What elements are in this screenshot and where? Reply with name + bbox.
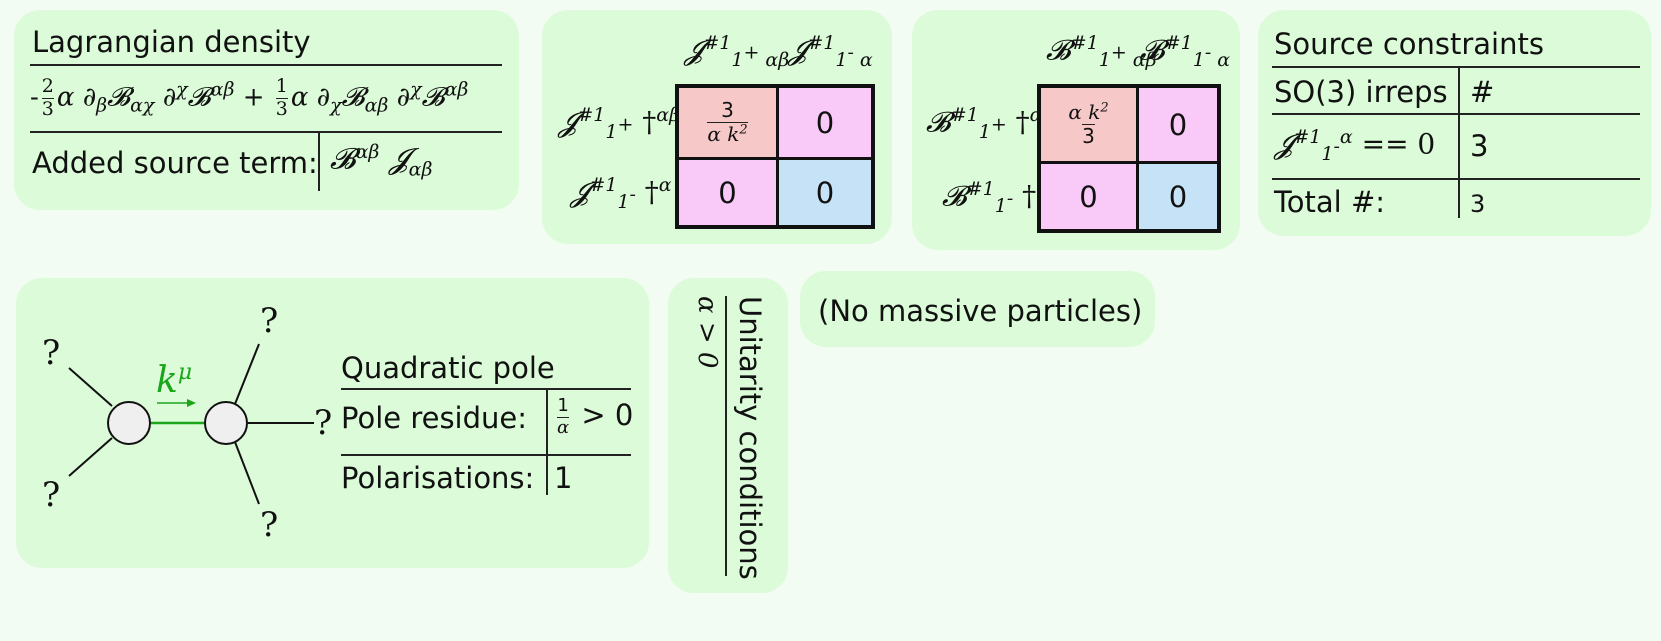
polarisations-value: 1 [554,461,573,495]
b-cell-1minus-1minus: 0 [1139,164,1217,229]
source-term-expression: 𝓑αβ 𝓙αβ [330,141,433,181]
vertex-right [204,401,248,445]
leg-lower-left [68,437,113,477]
j-col-header-1plus: 𝓙#11+ αβ [684,32,790,71]
constraint-count: 3 [1470,129,1489,163]
j-row-header-1minus: 𝓙#11- †α [570,174,672,213]
quadratic-pole-panel: ? ? ? ? ? kμ Quadratic pole Pole residue… [16,278,649,568]
leg-marker-right: ? [314,403,333,443]
polarisations-label: Polarisations: [341,461,535,495]
pole-title: Quadratic pole [341,351,555,385]
lagrangian-rule-bottom [30,131,502,133]
lagrangian-title: Lagrangian density [32,25,311,59]
b-cell-1plus-1minus: 0 [1139,88,1217,164]
leg-marker-upper-left: ? [42,333,61,373]
j-cell-1plus-1minus: 0 [779,88,871,160]
leg-marker-lower-left: ? [42,475,61,515]
b-col-header-1minus: 𝓑#11- α [1140,32,1231,71]
leg-upper-right [234,343,260,405]
b-cell-1minus-1plus: 0 [1041,164,1139,229]
constraints-total-value: 3 [1470,190,1486,218]
unitarity-rotated: Unitarity conditions α > 0 [688,296,768,581]
j-col-header-1minus: 𝓙#11- α [788,32,873,71]
b-col-header-1plus: 𝓑#11+ αβ [1046,32,1157,71]
b-row-header-1minus: 𝓑#11- †α [942,178,1049,217]
source-term-divider [318,133,320,191]
pole-divider [546,390,548,495]
constraints-rule-2 [1272,113,1640,115]
constraints-total-label: Total #: [1274,185,1386,219]
pole-rule-1 [341,388,631,390]
pole-rule-2 [341,454,631,456]
b-row-header-1plus: 𝓑#11+ †αβ [926,104,1053,143]
massive-particles-panel: (No massive particles) [800,271,1155,347]
vertex-left [107,401,151,445]
unitarity-rule [725,296,727,576]
j-row-header-1plus: 𝓙#11+ †αβ [558,104,681,143]
constraints-rule-3 [1272,178,1640,180]
leg-lower-right [234,441,260,505]
momentum-arrowhead [187,399,196,407]
constraints-rule-1 [1272,66,1640,68]
b-matrix-panel: 𝓑#11+ αβ 𝓑#11- α 𝓑#11+ †αβ 𝓑#11- †α α k2… [912,10,1240,250]
no-massive-particles: (No massive particles) [818,294,1143,328]
constraint-j-1minus: 𝓙#11-α == 0 [1274,126,1436,165]
unitarity-panel: Unitarity conditions α > 0 [668,278,788,593]
constraints-col-irreps: SO(3) irreps [1274,75,1448,109]
j-cell-1minus-1plus: 0 [679,160,779,225]
leg-upper-left [68,367,113,407]
pole-residue-label: Pole residue: [341,401,528,435]
constraints-title: Source constraints [1274,27,1544,61]
unitarity-condition: α > 0 [692,296,722,369]
leg-marker-lower-right: ? [260,505,279,545]
lagrangian-rule-top [30,64,502,66]
j-cell-1minus-1minus: 0 [779,160,871,225]
source-term-label: Added source term: [32,146,318,180]
source-constraints-panel: Source constraints SO(3) irreps # 𝓙#11-α… [1258,10,1651,236]
momentum-label: kμ [156,360,193,401]
leg-marker-upper-right: ? [260,301,279,341]
unitarity-title: Unitarity conditions [733,296,767,580]
propagator-diagram [68,343,314,505]
constraints-divider [1458,68,1460,218]
constraints-col-count: # [1470,75,1495,109]
